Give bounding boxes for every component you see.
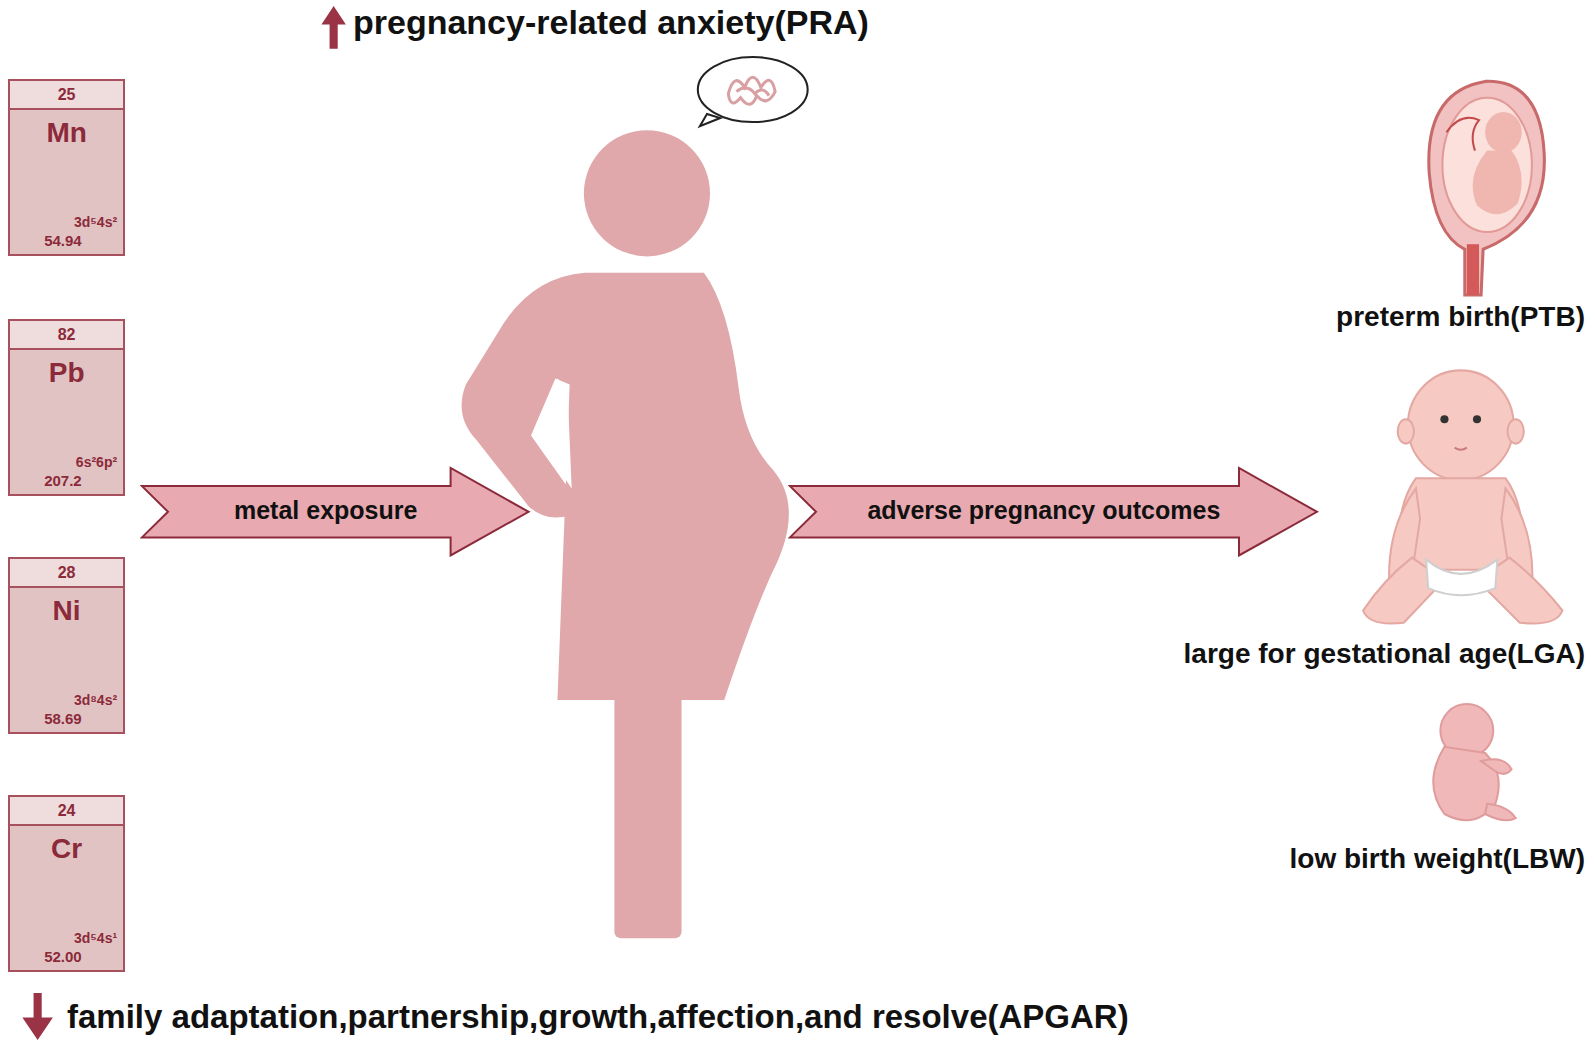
element-tile: 24Cr 3d⁵4s¹ 52.00 xyxy=(8,795,125,972)
element-symbol: Mn xyxy=(10,119,123,147)
atomic-mass: 207.2 xyxy=(44,473,82,488)
arm-gap xyxy=(533,379,572,489)
outcome-label: preterm birth(PTB) xyxy=(1336,302,1585,333)
atomic-mass: 54.94 xyxy=(44,233,82,248)
uterus-illustration xyxy=(1429,81,1545,295)
fetus-illustration xyxy=(1433,704,1515,820)
arrow-shape: adverse pregnancy outcomes xyxy=(788,466,1319,558)
atomic-number: 82 xyxy=(10,327,123,343)
element-symbol: Cr xyxy=(10,835,123,863)
baby-illustration xyxy=(1363,370,1562,623)
element-tile: 28Ni 3d⁸4s² 58.69 xyxy=(8,557,125,734)
electron-configuration: 6s²6p² xyxy=(76,455,117,469)
atomic-number: 24 xyxy=(10,803,123,819)
atomic-mass: 58.69 xyxy=(44,711,82,726)
title: pregnancy-related anxiety(PRA) xyxy=(353,4,869,41)
atomic-mass: 52.00 xyxy=(44,949,82,964)
bottom-label: family adaptation,partnership,growth,aff… xyxy=(67,999,1129,1035)
element-tile: 82Pb 6s²6p² 207.2 xyxy=(8,319,125,496)
atomic-number: 28 xyxy=(10,565,123,581)
element-tile: 25Mn 3d⁵4s² 54.94 xyxy=(8,79,125,256)
electron-configuration: 3d⁸4s² xyxy=(74,693,117,707)
electron-configuration: 3d⁵4s² xyxy=(74,215,117,229)
arrow-label: metal exposure xyxy=(140,496,531,525)
outcome-label: low birth weight(LBW) xyxy=(1290,844,1586,875)
thought-bubble xyxy=(698,57,808,126)
atomic-number: 25 xyxy=(10,87,123,103)
down-arrow xyxy=(22,993,53,1040)
element-symbol: Ni xyxy=(10,597,123,625)
arrow-shape: metal exposure xyxy=(140,466,531,558)
up-arrow xyxy=(321,6,345,49)
electron-configuration: 3d⁵4s¹ xyxy=(74,931,117,945)
pregnant-woman xyxy=(462,130,789,938)
arrow-label: adverse pregnancy outcomes xyxy=(788,496,1319,525)
coin-facets xyxy=(53,165,79,906)
element-symbol: Pb xyxy=(10,359,123,387)
outcome-label: large for gestational age(LGA) xyxy=(1184,639,1585,670)
